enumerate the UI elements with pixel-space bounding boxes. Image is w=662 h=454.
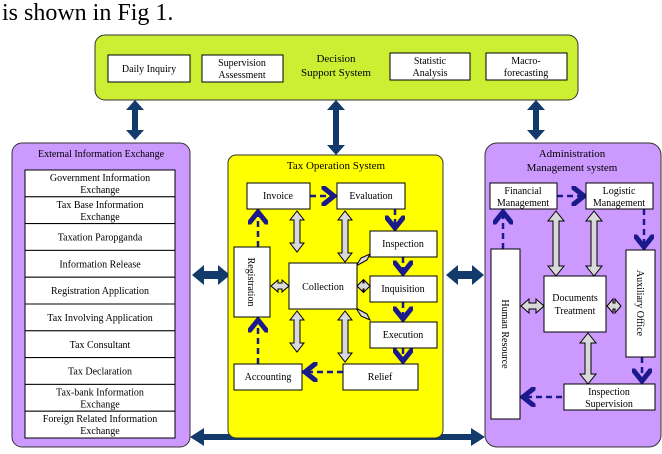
daily-inquiry-box: [107, 54, 191, 83]
tax-title: Tax Operation System: [287, 160, 386, 172]
inspection-label: Inspection: [382, 239, 424, 250]
auxiliary-office-label: Auxiliary Office: [634, 270, 645, 337]
relief-label: Relief: [368, 372, 393, 383]
external-item-label: Exchange: [80, 212, 120, 223]
admin-title: Administration: [539, 148, 606, 160]
external-item-label: Government Information: [50, 173, 150, 184]
label: Supervision: [585, 399, 633, 410]
arrow-icon: [192, 265, 230, 285]
external-list-item: [24, 303, 176, 332]
documents-treatment-box: [543, 275, 607, 333]
accounting-label: Accounting: [245, 372, 292, 383]
label: Management: [593, 198, 645, 209]
arrow-icon: [327, 100, 345, 155]
external-item-label: Registration Application: [51, 286, 149, 297]
collection-label: Collection: [302, 282, 344, 293]
registration-box: [233, 246, 271, 318]
external-list-item: [24, 383, 176, 412]
admin-title: Management system: [527, 162, 618, 174]
arrow-icon: [446, 265, 484, 285]
admin-dashed-flow: [503, 196, 644, 397]
supervision-assessment-box: [201, 54, 284, 83]
caption: is shown in Fig 1.: [2, 0, 173, 26]
external-item-label: Tax-bank Information: [56, 387, 144, 398]
human-resource-label: Human Resource: [499, 299, 510, 369]
external-item-label: Foreign Related Information: [43, 414, 157, 425]
external-item-label: Tax Consultant: [70, 340, 131, 351]
relief-box: [342, 363, 419, 391]
external-title: External Information Exchange: [38, 149, 165, 160]
label: Logistic: [603, 186, 636, 197]
label: Treatment: [555, 306, 596, 317]
tax-gray-arrows: [270, 210, 372, 363]
daily-inquiry-label: Daily Inquiry: [122, 64, 176, 75]
label: Macro-: [511, 56, 540, 67]
external-item-label: Tax Base Information: [56, 200, 143, 211]
label: Assessment: [218, 70, 265, 81]
external-item-label: Tax Declaration: [68, 367, 132, 378]
decision-support-panel: [94, 34, 579, 101]
accounting-box: [233, 363, 303, 391]
external-item-label: Exchange: [80, 185, 120, 196]
macro-forecasting-box: [485, 52, 568, 81]
label: Inspection: [588, 387, 630, 398]
inspection-box: [369, 230, 438, 258]
evaluation-label: Evaluation: [349, 191, 392, 202]
arrow-icon: [126, 100, 144, 140]
auxiliary-office-box: [625, 249, 656, 358]
label: forecasting: [504, 68, 548, 79]
external-list-item: [24, 330, 176, 359]
external-list-item: [24, 249, 176, 278]
label: Supervision: [218, 58, 266, 69]
execution-box: [369, 321, 438, 349]
execution-label: Execution: [383, 330, 424, 341]
statistic-analysis-box: [389, 52, 471, 81]
inquisition-label: Inquisition: [381, 284, 424, 295]
invoice-label: Invoice: [263, 191, 294, 202]
label: Documents: [552, 293, 598, 304]
external-list-item: [24, 223, 176, 251]
inquisition-box: [369, 275, 438, 303]
label: Management: [497, 198, 549, 209]
external-list-item: [24, 410, 176, 439]
external-item-label: Taxation Paropganda: [58, 233, 143, 244]
arrow-icon: [527, 100, 545, 140]
decision-title: Support System: [301, 67, 371, 79]
external-item-label: Exchange: [80, 399, 120, 410]
label: Statistic: [414, 56, 447, 67]
tax-dashed-flow: [258, 196, 403, 372]
inspection-supervision-box: [563, 383, 656, 411]
invoice-box: [246, 182, 311, 210]
collection-box: [288, 262, 358, 310]
label: Financial: [504, 186, 541, 197]
external-list-item: [24, 196, 176, 225]
financial-management-box: [489, 182, 558, 210]
evaluation-box: [336, 182, 406, 210]
external-item-label: Tax Involving Application: [47, 313, 152, 324]
external-list-item: [24, 169, 176, 198]
registration-label: Registration: [245, 258, 256, 307]
external-item-label: Information Release: [59, 259, 141, 270]
label: Analysis: [413, 68, 448, 79]
external-item-label: Exchange: [80, 426, 120, 437]
logistic-management-box: [585, 182, 654, 210]
external-list-item: [24, 357, 176, 385]
human-resource-box: [490, 248, 521, 420]
decision-title: Decision: [316, 53, 356, 65]
